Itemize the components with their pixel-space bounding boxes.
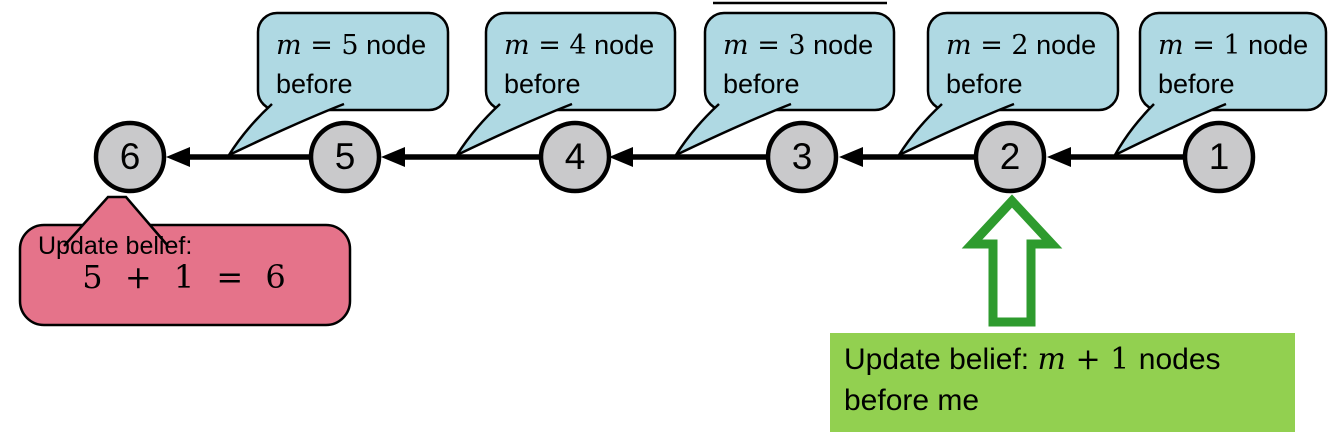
callout-text-m3: m = 3 node before xyxy=(723,26,899,103)
callout-word: node xyxy=(358,30,427,60)
belief-callout-tail xyxy=(63,195,169,247)
chain-nodes xyxy=(93,120,1256,194)
callout-line2: before xyxy=(1158,69,1235,99)
m-equation: = 3 xyxy=(748,30,806,61)
node-label-6: 6 xyxy=(119,136,141,177)
belief-box-line2: before me xyxy=(844,384,980,417)
callout-word: node xyxy=(586,30,655,60)
node-label-1: 1 xyxy=(1208,136,1230,177)
belief-box-suffix: nodes xyxy=(1138,343,1221,376)
callout-tail-m1 xyxy=(1111,102,1227,158)
m-equation: = 5 xyxy=(301,30,359,61)
belief-callout-equation: 5 + 1 = 6 xyxy=(82,258,288,296)
callout-line2: before xyxy=(946,69,1023,99)
callout-text-m4: m = 4 node before xyxy=(504,26,680,103)
m-equation: = 2 xyxy=(971,30,1029,61)
callout-bubble-m5 xyxy=(256,11,450,112)
callout-line2: before xyxy=(723,69,800,99)
callout-bubble-m2 xyxy=(926,11,1120,112)
callout-bubble-m1 xyxy=(1138,11,1328,112)
node-label-3: 3 xyxy=(791,136,813,177)
callout-bubbles xyxy=(225,11,1328,158)
callout-line2: before xyxy=(504,69,581,99)
callout-tail-m5 xyxy=(225,102,345,158)
m-variable: m xyxy=(946,30,972,61)
arrowhead-to-2 xyxy=(1047,147,1071,167)
callout-word: node xyxy=(1240,30,1309,60)
callout-text-m5: m = 5 node before xyxy=(276,26,452,103)
belief-callout-bubble xyxy=(18,223,352,327)
callout-tail-m2 xyxy=(895,102,1015,158)
node-circle-3 xyxy=(765,120,839,194)
callout-word: node xyxy=(1028,30,1097,60)
arrowhead-to-5 xyxy=(381,147,405,167)
node-label-4: 4 xyxy=(564,136,586,177)
callout-tail-m4 xyxy=(453,102,573,158)
arrowhead-to-3 xyxy=(839,147,863,167)
node-circle-2 xyxy=(973,120,1047,194)
arrowhead-to-6 xyxy=(166,147,190,167)
callout-tail-m3 xyxy=(672,102,792,158)
node-label-2: 2 xyxy=(999,136,1021,177)
callout-bubble-m3 xyxy=(703,11,896,112)
belief-box-op: + 1 xyxy=(1065,342,1139,377)
callout-line2: before xyxy=(276,69,353,99)
node-circle-5 xyxy=(308,120,382,194)
callout-text-m1: m = 1 node before xyxy=(1158,26,1334,103)
callout-bubble-m4 xyxy=(484,11,677,112)
up-arrow-icon xyxy=(961,194,1063,327)
node-circle-4 xyxy=(538,120,612,194)
belief-box-prefix: Update belief: xyxy=(844,343,1038,376)
belief-callout-title: Update belief: xyxy=(38,232,193,260)
callout-text-m2: m = 2 node before xyxy=(946,26,1122,103)
arrowhead-to-4 xyxy=(609,147,633,167)
m-variable: m xyxy=(1037,342,1066,377)
callout-word: node xyxy=(805,30,874,60)
m-equation: = 4 xyxy=(529,30,587,61)
m-variable: m xyxy=(723,30,749,61)
m-equation: = 1 xyxy=(1183,30,1241,61)
m-variable: m xyxy=(276,30,302,61)
chain-arrowheads xyxy=(166,147,1071,167)
m-variable: m xyxy=(1158,30,1184,61)
m-variable: m xyxy=(504,30,530,61)
belief-box: Update belief: m + 1 nodes before me xyxy=(830,333,1295,432)
node-circle-6 xyxy=(93,120,167,194)
node-label-5: 5 xyxy=(334,136,356,177)
node-circle-1 xyxy=(1182,120,1256,194)
